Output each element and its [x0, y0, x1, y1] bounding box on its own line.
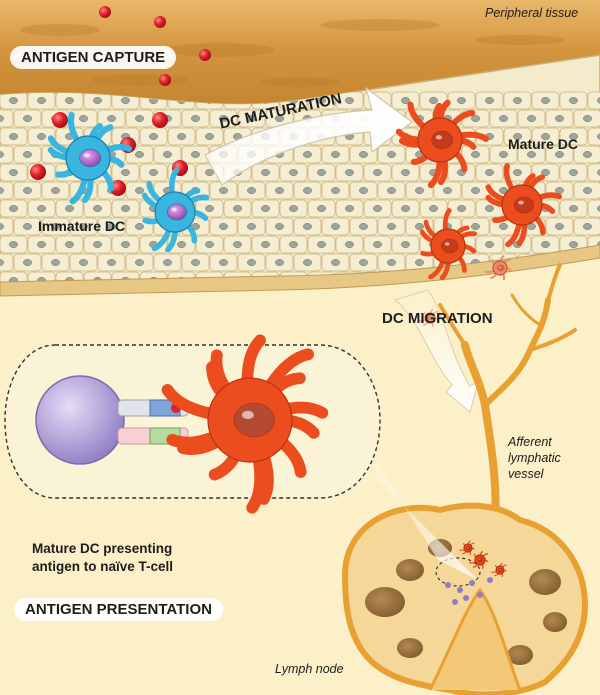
antigen-presentation-inset — [4, 344, 381, 499]
lymph-node-dc-3 — [459, 540, 475, 556]
presenting-caption: Mature DC presenting antigen to naïve T-… — [32, 540, 173, 576]
lymph-node-dc-2 — [491, 562, 507, 578]
presenting-mature-dc — [161, 334, 329, 514]
antigen-presentation-label: ANTIGEN PRESENTATION — [14, 598, 223, 621]
presenting-caption-line-2: antigen to naïve T-cell — [32, 559, 174, 574]
migrating-dc-small-1 — [484, 255, 512, 281]
lymph-node-dc-1 — [469, 550, 489, 569]
presenting-caption-line-1: Mature DC presenting — [32, 541, 173, 556]
peripheral-tissue-label: Peripheral tissue — [485, 6, 579, 20]
afferent-label-line-1: Afferent — [508, 435, 552, 449]
immature-dc-label: Immature DC — [38, 218, 126, 234]
mature-dc-cell-2 — [485, 163, 563, 248]
lymph-node — [341, 502, 589, 695]
dc-migration-label: DC MIGRATION — [382, 310, 493, 327]
afferent-label-line-2: lymphatic — [508, 451, 561, 465]
afferent-lymphatic-vessel — [438, 263, 577, 534]
mature-dc-cell-3 — [419, 208, 478, 281]
mature-dc-cell-1 — [395, 99, 490, 189]
mature-dc-label: Mature DC — [508, 136, 579, 152]
immature-dc-cell-1 — [47, 111, 133, 205]
afferent-label-line-3: vessel — [508, 467, 544, 481]
antigen-capture-label: ANTIGEN CAPTURE — [10, 46, 177, 69]
afferent-lymphatic-vessel-label: Afferent lymphatic vessel — [508, 434, 561, 482]
lymph-node-label: Lymph node — [275, 662, 344, 676]
dc-migration-path — [393, 289, 479, 413]
migrating-dc-small-2 — [419, 308, 439, 327]
immature-dc-cell-2 — [141, 167, 210, 253]
dc-maturation-arrow — [204, 86, 414, 186]
